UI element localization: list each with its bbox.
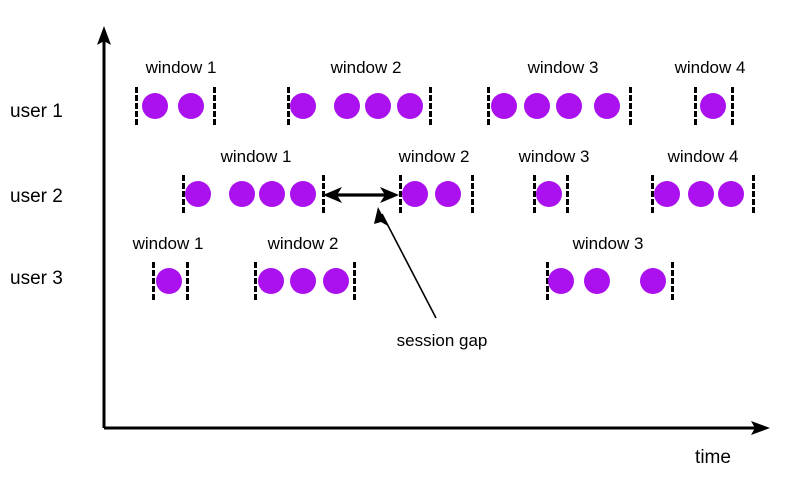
event-dot [402, 181, 428, 207]
event-dot [290, 93, 316, 119]
event-dot [142, 93, 168, 119]
event-dot [654, 181, 680, 207]
event-dot [185, 181, 211, 207]
window-bracket-left-user-1-w2 [287, 87, 290, 125]
event-dot [640, 268, 666, 294]
event-dot [524, 93, 550, 119]
event-dot [365, 93, 391, 119]
session-gap-pointer-line [381, 213, 437, 319]
event-dot [688, 181, 714, 207]
event-dot [491, 93, 517, 119]
window-bracket-right-user-1-w1 [213, 87, 216, 125]
window-label-user-1-w3: window 3 [527, 58, 599, 77]
window-bracket-left-user-2-w1 [182, 175, 185, 213]
event-dot [259, 181, 285, 207]
window-label-user-1-w1: window 1 [145, 58, 217, 77]
event-dot [548, 268, 574, 294]
event-dot [258, 268, 284, 294]
event-dot [290, 268, 316, 294]
window-label-user-2-w4: window 4 [667, 147, 739, 166]
window-bracket-left-user-1-w1 [135, 87, 138, 125]
window-label-user-2-w2: window 2 [398, 147, 470, 166]
event-dot [556, 93, 582, 119]
window-label-user-2-w3: window 3 [518, 147, 590, 166]
window-bracket-left-user-3-w3 [546, 262, 549, 300]
window-bracket-right-user-2-w3 [566, 175, 569, 213]
event-dot [700, 93, 726, 119]
window-label-user-1-w4: window 4 [674, 58, 746, 77]
window-label-user-3-w2: window 2 [267, 234, 339, 253]
x-axis-arrowhead [751, 421, 770, 435]
session-gap-arrowhead-right [380, 187, 399, 203]
event-dot [397, 93, 423, 119]
row-label-user-2: user 2 [10, 186, 63, 207]
window-bracket-left-user-2-w2 [399, 175, 402, 213]
window-bracket-left-user-2-w3 [533, 175, 536, 213]
window-label-user-2-w1: window 1 [220, 147, 292, 166]
session-gap-label: session gap [396, 331, 488, 350]
row-label-user-3: user 3 [10, 268, 63, 289]
event-dot [156, 268, 182, 294]
event-dot [229, 181, 255, 207]
event-dot [178, 93, 204, 119]
event-dot [594, 93, 620, 119]
x-axis-label: time [695, 447, 731, 468]
window-bracket-right-user-1-w2 [429, 87, 432, 125]
event-dot [536, 181, 562, 207]
window-bracket-right-user-1-w3 [629, 87, 632, 125]
window-bracket-right-user-3-w1 [186, 262, 189, 300]
window-bracket-right-user-2-w1 [322, 175, 325, 213]
session-gap-arrowhead-left [323, 187, 342, 203]
window-bracket-left-user-3-w2 [254, 262, 257, 300]
window-bracket-right-user-3-w3 [671, 262, 674, 300]
event-dot [584, 268, 610, 294]
event-dot [435, 181, 461, 207]
window-bracket-left-user-2-w4 [651, 175, 654, 213]
window-label-user-1-w2: window 2 [330, 58, 402, 77]
event-dot [323, 268, 349, 294]
event-dot [334, 93, 360, 119]
window-label-user-3-w3: window 3 [572, 234, 644, 253]
window-bracket-left-user-3-w1 [152, 262, 155, 300]
window-label-user-3-w1: window 1 [132, 234, 204, 253]
row-label-user-1: user 1 [10, 101, 63, 122]
window-bracket-right-user-3-w2 [353, 262, 356, 300]
window-bracket-left-user-1-w3 [487, 87, 490, 125]
window-bracket-left-user-1-w4 [694, 87, 697, 125]
window-bracket-right-user-1-w4 [731, 87, 734, 125]
window-bracket-right-user-2-w4 [752, 175, 755, 213]
event-dot [718, 181, 744, 207]
event-dot [290, 181, 316, 207]
y-axis-arrowhead [97, 26, 111, 45]
session-gap-pointer-arrowhead [374, 207, 388, 226]
window-bracket-right-user-2-w2 [471, 175, 474, 213]
